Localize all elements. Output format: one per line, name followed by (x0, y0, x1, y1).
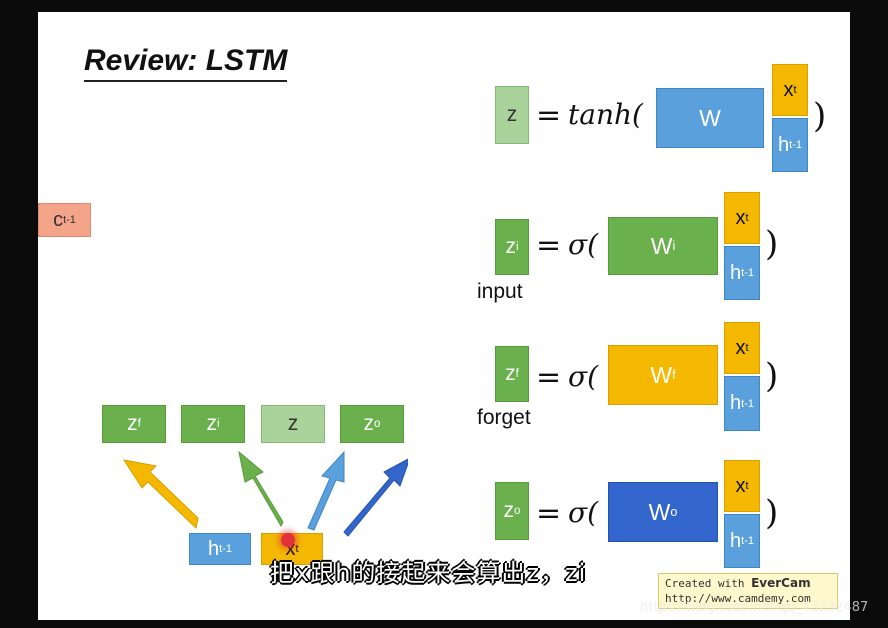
eq2-close-paren: ) (765, 224, 779, 264)
csdn-watermark: https://blog.csdn.net/qq_43232487 (640, 600, 869, 615)
eq2-weight-base: W (650, 232, 673, 259)
eq1-h-base: h (778, 133, 790, 156)
arrow-to-zf (122, 459, 199, 529)
eq3-forget-label: forget (477, 406, 531, 429)
eq4-func: σ( (568, 496, 599, 529)
eq1-x-base: x (783, 78, 794, 101)
eq1-x-sup: t (793, 84, 797, 96)
eq3-weight-sup: f (672, 368, 676, 382)
eq2-weight-sup: i (672, 239, 676, 253)
input-x-sup: t (295, 543, 299, 555)
eq2-x-sup: t (745, 212, 749, 224)
eq2-input-label: input (477, 280, 523, 303)
eq2-x-base: x (735, 206, 746, 229)
eq4-h-base: h (730, 529, 742, 552)
input-x-base: x (285, 537, 296, 560)
cursor-highlight-icon (281, 533, 295, 547)
cell-state-base: c (53, 208, 64, 231)
eq2-func: σ( (568, 228, 599, 261)
eq4-weight-base: W (648, 498, 671, 525)
eq1-h-sup: t-1 (789, 139, 802, 151)
eq1-weight-label: W (699, 104, 721, 131)
slide-title: Review: LSTM (84, 44, 288, 82)
input-h-base: h (208, 537, 220, 560)
eq4-z-base: z (503, 499, 515, 522)
evercam-url: http://www.camdemy.com (665, 592, 811, 605)
eq4-x-base: x (735, 474, 746, 497)
evercam-created: Created with (665, 577, 752, 590)
evercam-line1: Created with EverCam (665, 576, 831, 591)
gate-z-box: z (261, 405, 325, 443)
arrow-to-z (307, 450, 345, 531)
eq2-z-sup: i (515, 241, 519, 253)
gate-zo-base: z (363, 412, 375, 435)
eq1-equals: = (536, 98, 562, 133)
eq2-h-base: h (730, 261, 742, 284)
input-h-sup: t-1 (219, 543, 232, 555)
arrow-to-zi (238, 450, 284, 528)
eq1-z-box: z (495, 86, 529, 144)
eq3-h-base: h (730, 392, 742, 414)
eq1-close-paren: ) (813, 96, 827, 136)
eq2-z-base: z (505, 235, 516, 258)
eq4-close-paren: ) (765, 493, 779, 533)
eq3-z-sup: f (515, 368, 519, 380)
gate-zo-sup: o (374, 418, 381, 430)
gate-z-base: z (287, 412, 299, 435)
eq1-z-label: z (506, 103, 518, 126)
eq3-z-base: z (505, 362, 516, 385)
gate-arrows (122, 450, 408, 537)
eq3-equals: = (536, 360, 562, 395)
gate-zf-sup: f (137, 418, 141, 430)
eq3-x-sup: t (745, 342, 749, 354)
gate-zi-base: z (206, 412, 217, 435)
video-subtitle: 把x跟h的接起来会算出z，zi (270, 559, 587, 587)
eq4-z-sup: o (514, 505, 521, 517)
eq4-weight-sup: o (670, 505, 678, 519)
gate-zi-sup: i (216, 418, 220, 430)
eq1-weight-box: W (656, 88, 764, 148)
eq3-weight-base: W (650, 361, 673, 388)
arrow-to-zo (343, 458, 408, 537)
eq2-equals: = (536, 228, 562, 263)
cell-state-sup: t-1 (63, 214, 76, 226)
eq3-close-paren: ) (765, 356, 779, 396)
evercam-badge[interactable]: Created with EverCam http://www.camdemy.… (658, 573, 838, 609)
eq4-x-sup: t (745, 480, 749, 492)
gate-zf-base: z (127, 412, 138, 435)
eq3-func: σ( (568, 360, 599, 393)
eq3-h-sup: t-1 (741, 397, 754, 410)
eq4-h-sup: t-1 (741, 535, 754, 547)
evercam-brand: EverCam (751, 576, 811, 590)
eq3-x-base: x (735, 336, 746, 359)
eq1-func: tanh( (568, 98, 643, 131)
eq2-h-sup: t-1 (741, 267, 754, 279)
eq4-equals: = (536, 496, 562, 531)
